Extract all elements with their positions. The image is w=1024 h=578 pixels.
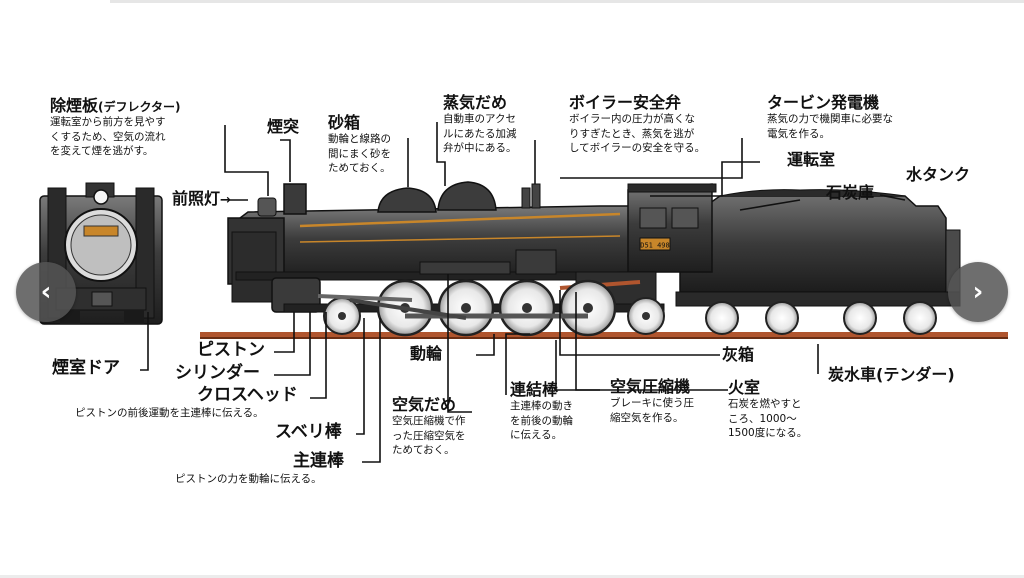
air-reservoir-desc-1: 空気圧縮機で作 — [392, 415, 466, 428]
label-crosshead: クロスヘッド ピストンの前後運動を主連棒に伝える。 — [75, 385, 298, 420]
bottom-divider — [0, 575, 1024, 578]
label-cab: 運転室 — [787, 150, 836, 169]
tender-wheels — [705, 301, 937, 335]
label-coupling-rod: 連結棒 主連棒の動き を前後の動輪 に伝える。 — [510, 380, 573, 442]
driving-wheel-4 — [559, 279, 617, 337]
label-driving-wheel: 動輪 — [410, 344, 443, 363]
sandbox-desc-2: 間にまく砂を — [328, 147, 391, 160]
rods — [317, 294, 588, 320]
label-tender: 炭水車(テンダー) — [828, 365, 955, 384]
label-ash-pan: 灰箱 — [722, 345, 755, 364]
safety-valve-desc-3: してボイラーの安全を守る。 — [569, 141, 706, 154]
firebox-title: 火室 — [728, 378, 761, 397]
leader-lines — [140, 122, 906, 463]
label-coal-bunker: 石炭庫 — [826, 183, 875, 202]
air-compressor-desc-1: ブレーキに使う圧 — [610, 397, 694, 410]
firebox-desc-1: 石炭を燃やすと — [728, 398, 802, 411]
sandbox-desc-3: ためておく。 — [328, 161, 391, 174]
label-air-compressor: 空気圧縮機 ブレーキに使う圧 縮空気を作る。 — [610, 377, 694, 425]
crosshead-desc-1: ピストンの前後運動を主連棒に伝える。 — [75, 406, 264, 419]
safety-valve-title: ボイラー安全弁 — [569, 93, 682, 112]
label-firebox: 火室 石炭を燃やすと ころ、1000～ 1500度になる。 — [728, 378, 808, 440]
label-safety-valve: ボイラー安全弁 ボイラー内の圧力が高くな りすぎたとき、蒸気を逃が してボイラー… — [569, 93, 706, 155]
air-reservoir-desc-2: った圧縮空気を — [392, 429, 466, 442]
main-rod-desc-1: ピストンの力を動輪に伝える。 — [175, 472, 322, 485]
sandbox-title: 砂箱 — [328, 113, 361, 132]
label-water-tank: 水タンク — [906, 165, 971, 184]
chevron-left-icon: ‹ — [40, 277, 52, 307]
air-reservoir-desc-3: ためておく。 — [392, 443, 455, 456]
driving-wheel-2 — [437, 279, 495, 337]
deflector-desc-3: を変えて煙を逃がす。 — [50, 144, 154, 157]
air-reservoir-title: 空気だめ — [392, 395, 457, 414]
deflector-desc-1: 運転室から前方を見やす — [50, 116, 166, 129]
prev-slide-button[interactable]: ‹ — [16, 262, 76, 322]
label-headlight: 前照灯→ — [172, 189, 231, 209]
coupling-rod-title: 連結棒 — [510, 380, 559, 399]
next-slide-button[interactable]: › — [948, 262, 1008, 322]
rail — [200, 332, 1008, 339]
safety-valve-desc-1: ボイラー内の圧力が高くな — [569, 113, 695, 126]
main-rod-title: 主連棒 — [293, 451, 344, 471]
coupling-rod-desc-3: に伝える。 — [510, 428, 563, 441]
label-chimney: 煙突 — [267, 117, 300, 136]
label-piston: ピストン — [197, 340, 265, 360]
label-turbine: タービン発電機 蒸気の力で機関車に必要な 電気を作る。 — [767, 93, 893, 141]
turbine-desc-2: 電気を作る。 — [767, 127, 830, 140]
steam-dome-title: 蒸気だめ — [443, 93, 508, 112]
label-smokebox-door: 煙室ドア — [52, 358, 120, 378]
crosshead-title: クロスヘッド — [197, 385, 298, 405]
headlight-title: 前照灯 — [172, 189, 221, 208]
tender-body — [675, 189, 961, 307]
leading-wheel — [323, 297, 361, 335]
top-divider — [110, 0, 1024, 3]
deflector-subtitle: (デフレクター) — [98, 100, 181, 114]
label-air-reservoir: 空気だめ 空気圧縮機で作 った圧縮空気を ためておく。 — [392, 395, 466, 457]
coupling-rod-desc-2: を前後の動輪 — [510, 414, 573, 427]
steam-dome-desc-2: ルにあたる加減 — [443, 127, 517, 140]
label-slide-bar: スベリ棒 — [275, 422, 342, 442]
driving-wheel-3 — [498, 279, 556, 337]
label-steam-dome: 蒸気だめ 自動車のアクセ ルにあたる加減 弁が中にある。 — [443, 93, 517, 155]
headlight-arrow-icon: → — [220, 193, 231, 208]
chevron-right-icon: › — [972, 277, 984, 307]
firebox-desc-3: 1500度になる。 — [728, 426, 808, 439]
label-cylinder: シリンダー — [175, 363, 260, 383]
deflector-desc-2: くするため、空気の流れ — [50, 130, 166, 143]
steam-dome-desc-1: 自動車のアクセ — [443, 113, 516, 126]
deflector-title: 除煙板 — [50, 96, 99, 115]
coupling-rod-desc-1: 主連棒の動き — [510, 400, 573, 413]
safety-valve-desc-2: りすぎたとき、蒸気を逃が — [569, 127, 695, 140]
turbine-title: タービン発電機 — [767, 93, 880, 112]
number-plate-text: D51 498 — [640, 242, 670, 250]
air-compressor-title: 空気圧縮機 — [610, 377, 691, 396]
label-sandbox: 砂箱 動輪と線路の 間にまく砂を ためておく。 — [328, 113, 391, 175]
firebox-desc-2: ころ、1000～ — [728, 412, 797, 425]
label-main-rod: 主連棒 ピストンの力を動輪に伝える。 — [175, 451, 344, 486]
turbine-desc-1: 蒸気の力で機関車に必要な — [767, 113, 893, 126]
sandbox-desc-1: 動輪と線路の — [328, 133, 391, 146]
label-deflector: 除煙板(デフレクター) 運転室から前方を見やす くするため、空気の流れ を変えて… — [50, 96, 181, 158]
trailing-wheel — [627, 297, 665, 335]
front-view — [39, 182, 163, 325]
air-compressor-desc-2: 縮空気を作る。 — [610, 411, 684, 424]
steam-dome-desc-3: 弁が中にある。 — [443, 141, 517, 154]
